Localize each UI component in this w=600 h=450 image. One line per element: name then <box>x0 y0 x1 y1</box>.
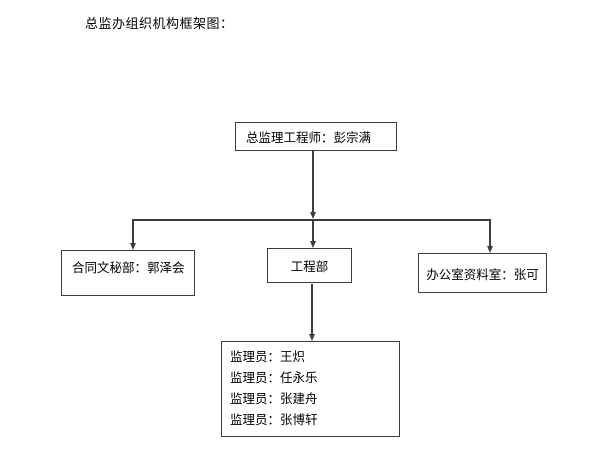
chief-engineer-box: 总监理工程师：彭宗满 <box>235 122 397 151</box>
arrow-down-icon <box>309 212 316 219</box>
arrow-down-icon <box>486 246 493 253</box>
connector-engineering-vertical <box>311 284 313 335</box>
supervisor-row: 监理员：张建舟 <box>230 392 318 406</box>
connector-left-vertical <box>132 219 134 244</box>
supervisor-row: 监理员：张博轩 <box>230 413 318 427</box>
connector-root-vertical <box>312 151 314 213</box>
arrow-down-icon <box>129 243 136 250</box>
supervisors-box: 监理员：王炽 监理员：任永乐 监理员：张建舟 监理员：张博轩 <box>221 341 400 437</box>
supervisor-row: 监理员：王炽 <box>230 350 306 364</box>
page-title: 总监办组织机构框架图： <box>85 16 234 31</box>
arrow-down-icon <box>309 241 316 248</box>
office-archives-label: 办公室资料室：张可 <box>426 267 539 282</box>
chief-engineer-label: 总监理工程师：彭宗满 <box>246 131 372 145</box>
contract-secretary-box: 合同文秘部：郭泽会 <box>61 250 195 296</box>
connector-right-vertical <box>489 219 491 247</box>
office-archives-box: 办公室资料室：张可 <box>418 253 547 293</box>
contract-secretary-label: 合同文秘部：郭泽会 <box>72 261 185 275</box>
engineering-dept-label: 工程部 <box>290 260 329 274</box>
connector-horizontal <box>132 219 491 221</box>
connector-middle-vertical <box>312 219 314 242</box>
supervisor-row: 监理员：任永乐 <box>230 371 318 385</box>
engineering-dept-box: 工程部 <box>267 248 352 283</box>
arrow-down-icon <box>308 334 315 341</box>
